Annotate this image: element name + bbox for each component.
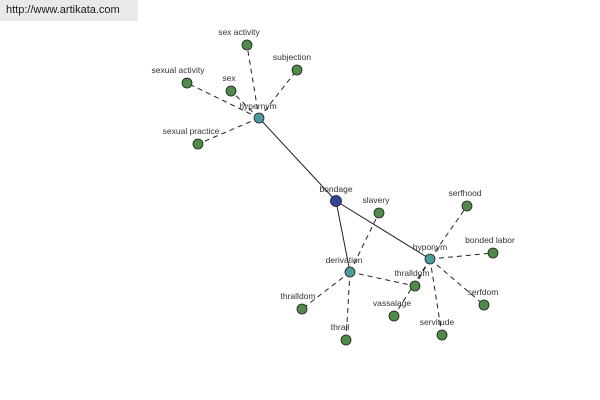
edge-derivation-thrall	[345, 271, 351, 341]
node-sex-activity[interactable]: sex activity	[218, 27, 261, 51]
edge-hypernym-sexual_activity	[186, 82, 260, 119]
node-label: thralldom	[395, 268, 430, 278]
node-marker[interactable]	[478, 299, 490, 311]
edge-bondage-hyponym	[335, 200, 431, 260]
node-marker[interactable]	[192, 138, 204, 150]
node-marker[interactable]	[388, 310, 400, 322]
node-label: vassalage	[373, 298, 412, 308]
node-label: sex	[222, 73, 236, 83]
edge-hyponym-vassalage	[393, 258, 431, 317]
node-hypernym[interactable]: hypernym	[239, 101, 277, 124]
node-thralldom-a[interactable]: thralldom	[281, 291, 316, 315]
node-marker[interactable]	[241, 39, 253, 51]
node-serfdom[interactable]: serfdom	[468, 287, 499, 311]
node-servitude[interactable]: servitude	[420, 317, 455, 341]
node-marker[interactable]	[253, 112, 265, 124]
node-marker[interactable]	[340, 334, 352, 346]
node-label: bondage	[319, 184, 352, 194]
node-label: subjection	[273, 52, 312, 62]
node-slavery[interactable]: slavery	[363, 195, 391, 219]
node-marker[interactable]	[424, 253, 436, 265]
node-subjection[interactable]: subjection	[273, 52, 312, 76]
edge-hyponym-serfdom	[429, 258, 485, 306]
edge-derivation-thralldom_b	[349, 271, 416, 287]
node-derivation[interactable]: derivation	[326, 255, 363, 278]
edge-bondage-hypernym	[258, 117, 337, 202]
node-marker[interactable]	[373, 207, 385, 219]
node-label: thrall	[331, 322, 350, 332]
edge-hypernym-sex_activity	[246, 44, 260, 119]
node-label: bonded labor	[465, 235, 515, 245]
node-bonded-labor[interactable]: bonded labor	[465, 235, 515, 259]
nodes-layer: bondage hypernym derivation hyponym sex acti…	[152, 27, 515, 346]
node-sexual-practice[interactable]: sexual practice	[163, 126, 220, 150]
edge-derivation-slavery	[349, 212, 380, 273]
node-hyponym[interactable]: hyponym	[413, 242, 448, 265]
edge-hyponym-bonded_labor	[429, 252, 494, 260]
node-thralldom-b[interactable]: thralldom	[395, 268, 430, 292]
node-marker[interactable]	[330, 195, 342, 207]
edge-hypernym-subjection	[258, 69, 298, 119]
node-label: thralldom	[281, 291, 316, 301]
edges-layer	[186, 44, 494, 341]
node-sex[interactable]: sex	[222, 73, 237, 97]
node-label: sexual practice	[163, 126, 220, 136]
edge-hyponym-servitude	[429, 258, 443, 336]
node-thrall[interactable]: thrall	[331, 322, 352, 346]
node-marker[interactable]	[461, 200, 473, 212]
node-label: sex activity	[218, 27, 260, 37]
node-marker[interactable]	[296, 303, 308, 315]
node-sexual-activity[interactable]: sexual activity	[152, 65, 206, 89]
node-vassalage[interactable]: vassalage	[373, 298, 412, 322]
node-marker[interactable]	[225, 85, 237, 97]
node-marker[interactable]	[409, 280, 421, 292]
node-label: hyponym	[413, 242, 448, 252]
node-label: derivation	[326, 255, 363, 265]
node-label: serfdom	[468, 287, 499, 297]
node-marker[interactable]	[181, 77, 193, 89]
edge-hypernym-sex	[230, 90, 260, 119]
node-marker[interactable]	[291, 64, 303, 76]
node-serfhood[interactable]: serfhood	[448, 188, 482, 212]
node-marker[interactable]	[436, 329, 448, 341]
source-url-banner[interactable]: http://www.artikata.com	[0, 0, 138, 21]
node-label: hypernym	[239, 101, 276, 111]
edge-bondage-derivation	[335, 200, 351, 273]
edge-hyponym-serfhood	[429, 205, 468, 260]
node-bondage[interactable]: bondage	[319, 184, 353, 207]
node-label: serfhood	[448, 188, 481, 198]
node-label: slavery	[363, 195, 391, 205]
node-marker[interactable]	[344, 266, 356, 278]
node-label: servitude	[420, 317, 455, 327]
node-label: sexual activity	[152, 65, 206, 75]
edge-hypernym-sexual_practice	[197, 117, 260, 145]
edge-derivation-thralldom_a	[301, 271, 351, 310]
node-marker[interactable]	[487, 247, 499, 259]
